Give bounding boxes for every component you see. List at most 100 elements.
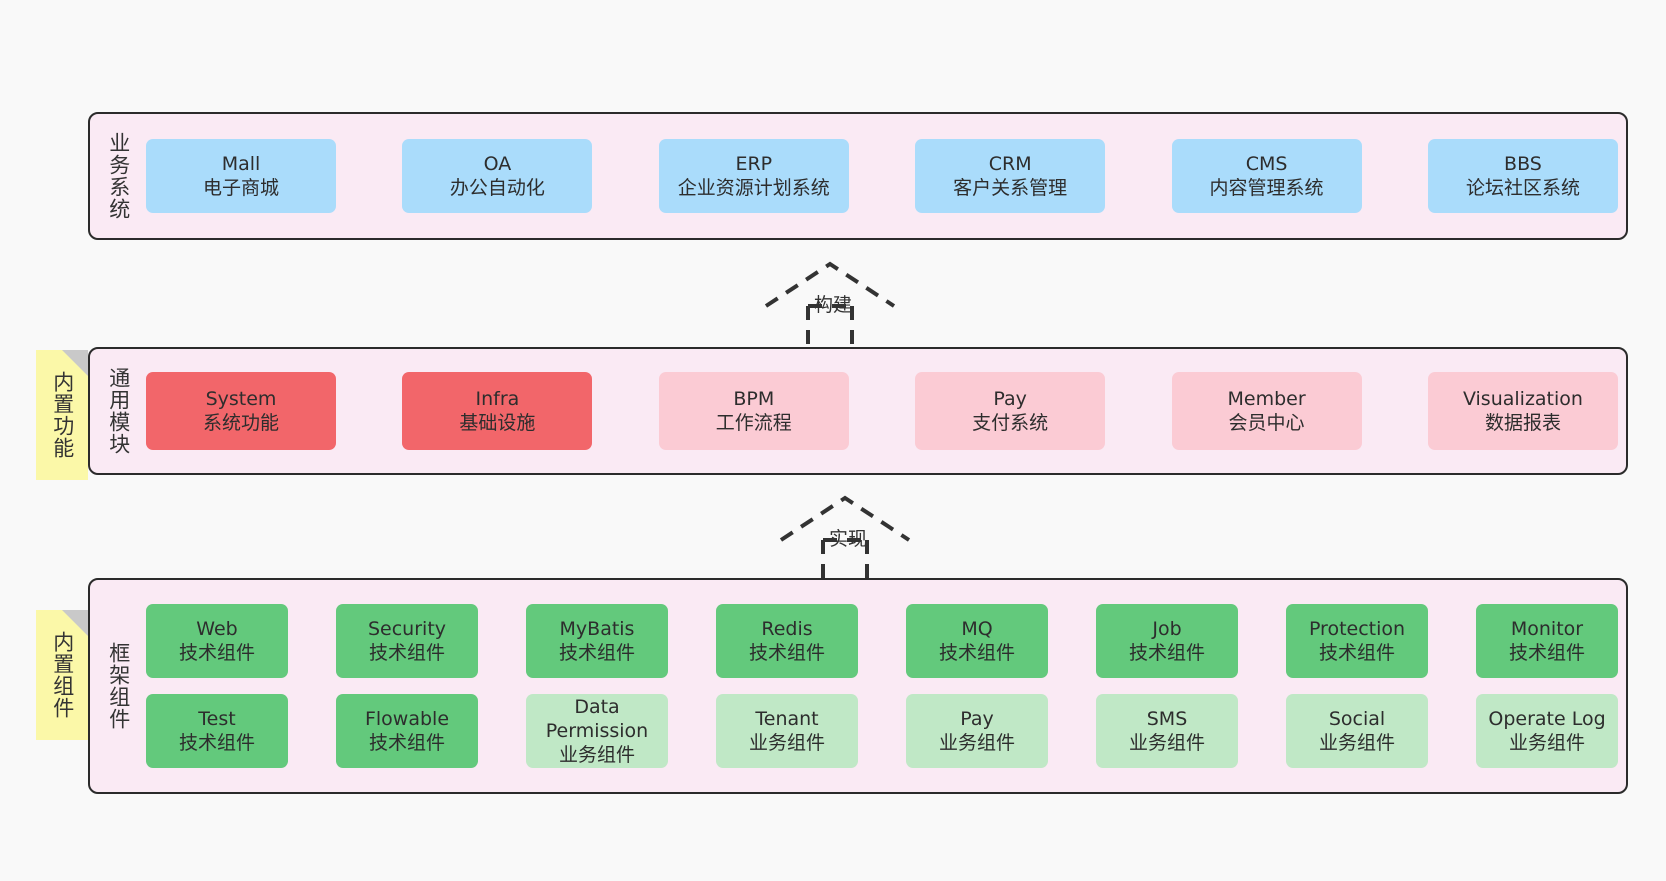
connector-build: 构建 bbox=[760, 258, 920, 358]
module-card-pay[interactable]: Pay 支付系统 bbox=[915, 372, 1106, 450]
module-card-oa[interactable]: OA 办公自动化 bbox=[402, 139, 593, 213]
module-card-data-permission[interactable]: Data Permission 业务组件 bbox=[526, 694, 668, 768]
card-subtitle: 基础设施 bbox=[459, 412, 536, 434]
note-builtin-features: 内置功能 bbox=[36, 350, 88, 480]
module-card-erp[interactable]: ERP 企业资源计划系统 bbox=[658, 139, 849, 213]
layer-title-framework-components: 框架组件 bbox=[106, 642, 131, 730]
card-title: Social bbox=[1328, 707, 1386, 730]
module-card-web[interactable]: Web 技术组件 bbox=[146, 604, 288, 678]
module-card-redis[interactable]: Redis 技术组件 bbox=[716, 604, 858, 678]
layer-common-modules: 通用模块 System 系统功能 Infra 基础设施 BPM 工作流程 Pay… bbox=[88, 347, 1628, 475]
card-title: MyBatis bbox=[559, 617, 635, 640]
card-row: Web 技术组件 Security 技术组件 MyBatis 技术组件 Redi… bbox=[146, 604, 1618, 678]
dashed-generalization-arrow-icon bbox=[764, 261, 896, 358]
module-card-member[interactable]: Member 会员中心 bbox=[1171, 372, 1362, 450]
module-card-sms[interactable]: SMS 业务组件 bbox=[1096, 694, 1238, 768]
card-title: Operate Log bbox=[1488, 707, 1606, 730]
card-title: Job bbox=[1152, 617, 1182, 640]
card-title: Tenant bbox=[755, 707, 819, 730]
module-card-social[interactable]: Social 业务组件 bbox=[1286, 694, 1428, 768]
module-card-bbs[interactable]: BBS 论坛社区系统 bbox=[1427, 139, 1618, 213]
card-subtitle: 客户关系管理 bbox=[953, 177, 1068, 199]
module-card-pay-business[interactable]: Pay 业务组件 bbox=[906, 694, 1048, 768]
card-row: Mall 电子商城 OA 办公自动化 ERP 企业资源计划系统 CRM 客户关系… bbox=[146, 139, 1618, 213]
card-title: Test bbox=[198, 707, 236, 730]
module-card-flowable[interactable]: Flowable 技术组件 bbox=[336, 694, 478, 768]
module-card-mq[interactable]: MQ 技术组件 bbox=[906, 604, 1048, 678]
card-subtitle: 业务组件 bbox=[938, 732, 1015, 754]
card-subtitle: 业务组件 bbox=[1508, 732, 1585, 754]
card-title: Pay bbox=[993, 387, 1027, 410]
card-title: BBS bbox=[1504, 152, 1542, 175]
card-title: System bbox=[205, 387, 277, 410]
card-subtitle: 技术组件 bbox=[178, 732, 255, 754]
layer-title-business-systems: 业务系统 bbox=[106, 132, 131, 220]
module-card-test[interactable]: Test 技术组件 bbox=[146, 694, 288, 768]
card-title: Redis bbox=[761, 617, 813, 640]
module-card-mybatis[interactable]: MyBatis 技术组件 bbox=[526, 604, 668, 678]
card-title: Flowable bbox=[364, 707, 450, 730]
card-title: Member bbox=[1227, 387, 1306, 410]
layer-body-common-modules: System 系统功能 Infra 基础设施 BPM 工作流程 Pay 支付系统… bbox=[146, 349, 1626, 473]
card-title: Pay bbox=[960, 707, 994, 730]
module-card-visualization[interactable]: Visualization 数据报表 bbox=[1427, 372, 1618, 450]
card-subtitle: 技术组件 bbox=[748, 642, 825, 664]
layer-body-framework-components: Web 技术组件 Security 技术组件 MyBatis 技术组件 Redi… bbox=[146, 580, 1626, 792]
module-card-monitor[interactable]: Monitor 技术组件 bbox=[1476, 604, 1618, 678]
module-card-cms[interactable]: CMS 内容管理系统 bbox=[1171, 139, 1362, 213]
module-card-mall[interactable]: Mall 电子商城 bbox=[146, 139, 336, 213]
note-builtin-components: 内置组件 bbox=[36, 610, 88, 740]
card-subtitle: 内容管理系统 bbox=[1209, 177, 1324, 199]
card-title: SMS bbox=[1146, 707, 1188, 730]
card-subtitle: 技术组件 bbox=[1318, 642, 1395, 664]
card-title: OA bbox=[483, 152, 512, 175]
card-subtitle: 业务组件 bbox=[748, 732, 825, 754]
card-subtitle: 工作流程 bbox=[715, 412, 792, 434]
module-card-bpm[interactable]: BPM 工作流程 bbox=[658, 372, 849, 450]
card-row: Test 技术组件 Flowable 技术组件 Data Permission … bbox=[146, 694, 1618, 768]
connector-implement-label: 实现 bbox=[829, 528, 868, 550]
layer-body-business-systems: Mall 电子商城 OA 办公自动化 ERP 企业资源计划系统 CRM 客户关系… bbox=[146, 114, 1626, 238]
card-title: CRM bbox=[988, 152, 1032, 175]
card-subtitle: 技术组件 bbox=[938, 642, 1015, 664]
card-subtitle: 技术组件 bbox=[558, 642, 635, 664]
card-title: ERP bbox=[735, 152, 773, 175]
card-title: Visualization bbox=[1462, 387, 1583, 410]
card-subtitle: 会员中心 bbox=[1228, 412, 1305, 434]
card-subtitle: 技术组件 bbox=[1508, 642, 1585, 664]
module-card-crm[interactable]: CRM 客户关系管理 bbox=[915, 139, 1106, 213]
card-subtitle: 企业资源计划系统 bbox=[677, 177, 830, 199]
connector-build-label: 构建 bbox=[814, 294, 853, 316]
card-title: Protection bbox=[1308, 617, 1406, 640]
module-card-tenant[interactable]: Tenant 业务组件 bbox=[716, 694, 858, 768]
card-subtitle: 技术组件 bbox=[368, 642, 445, 664]
card-title: Monitor bbox=[1510, 617, 1584, 640]
note-label: 内置组件 bbox=[50, 631, 75, 719]
module-card-security[interactable]: Security 技术组件 bbox=[336, 604, 478, 678]
card-title: Mall bbox=[221, 152, 261, 175]
card-subtitle: 支付系统 bbox=[972, 412, 1049, 434]
card-subtitle: 电子商城 bbox=[202, 177, 279, 199]
module-card-infra[interactable]: Infra 基础设施 bbox=[402, 372, 593, 450]
card-title: Infra bbox=[475, 387, 520, 410]
module-card-system[interactable]: System 系统功能 bbox=[146, 372, 336, 450]
card-subtitle: 论坛社区系统 bbox=[1465, 177, 1580, 199]
card-subtitle: 业务组件 bbox=[558, 744, 635, 767]
card-title: MQ bbox=[961, 617, 993, 640]
card-title: BPM bbox=[733, 387, 775, 410]
card-subtitle: 技术组件 bbox=[1128, 642, 1205, 664]
card-title: Data Permission bbox=[545, 695, 649, 742]
layer-business-systems: 业务系统 Mall 电子商城 OA 办公自动化 ERP 企业资源计划系统 CRM… bbox=[88, 112, 1628, 240]
card-title: CMS bbox=[1245, 152, 1288, 175]
card-subtitle: 技术组件 bbox=[368, 732, 445, 754]
card-subtitle: 技术组件 bbox=[178, 642, 255, 664]
note-label: 内置功能 bbox=[50, 371, 75, 459]
module-card-operate-log[interactable]: Operate Log 业务组件 bbox=[1476, 694, 1618, 768]
card-subtitle: 业务组件 bbox=[1128, 732, 1205, 754]
card-title: Web bbox=[196, 617, 238, 640]
module-card-job[interactable]: Job 技术组件 bbox=[1096, 604, 1238, 678]
module-card-protection[interactable]: Protection 技术组件 bbox=[1286, 604, 1428, 678]
card-subtitle: 系统功能 bbox=[202, 412, 279, 434]
layer-title-common-modules: 通用模块 bbox=[106, 367, 131, 455]
